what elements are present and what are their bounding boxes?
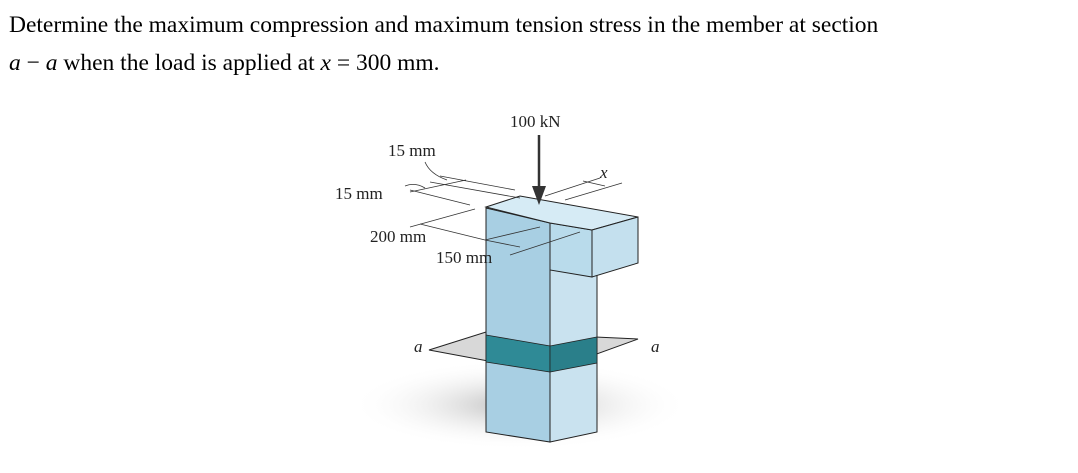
math-a: a — [45, 50, 58, 76]
math-a: a — [9, 50, 21, 76]
section-label-right: a — [651, 337, 660, 356]
text: = 300 mm. — [330, 50, 440, 76]
section-band-right — [549, 336, 598, 373]
text: when the load is applied at — [57, 50, 321, 76]
dim-150mm: 150 mm — [436, 248, 492, 267]
dash: − — [20, 50, 46, 76]
problem-line-1: Determine the maximum compression and ma… — [9, 12, 879, 38]
dimension-lines — [404, 161, 623, 256]
load-label: 100 kN — [510, 112, 561, 131]
x-label: x — [599, 163, 608, 182]
dim-15mm-left: 15 mm — [335, 184, 383, 203]
column-left-face — [485, 207, 551, 443]
problem-line-2: a − a when the load is applied at x = 30… — [9, 44, 878, 82]
section-label-left: a — [414, 337, 423, 356]
load-arrow-head — [532, 186, 546, 205]
dim-15mm-top: 15 mm — [388, 141, 436, 160]
math-x: x — [320, 50, 331, 76]
dim-200mm: 200 mm — [370, 227, 426, 246]
cantilever-side — [549, 222, 593, 278]
cantilever-front-face — [591, 216, 639, 278]
problem-statement: Determine the maximum compression and ma… — [9, 6, 878, 82]
